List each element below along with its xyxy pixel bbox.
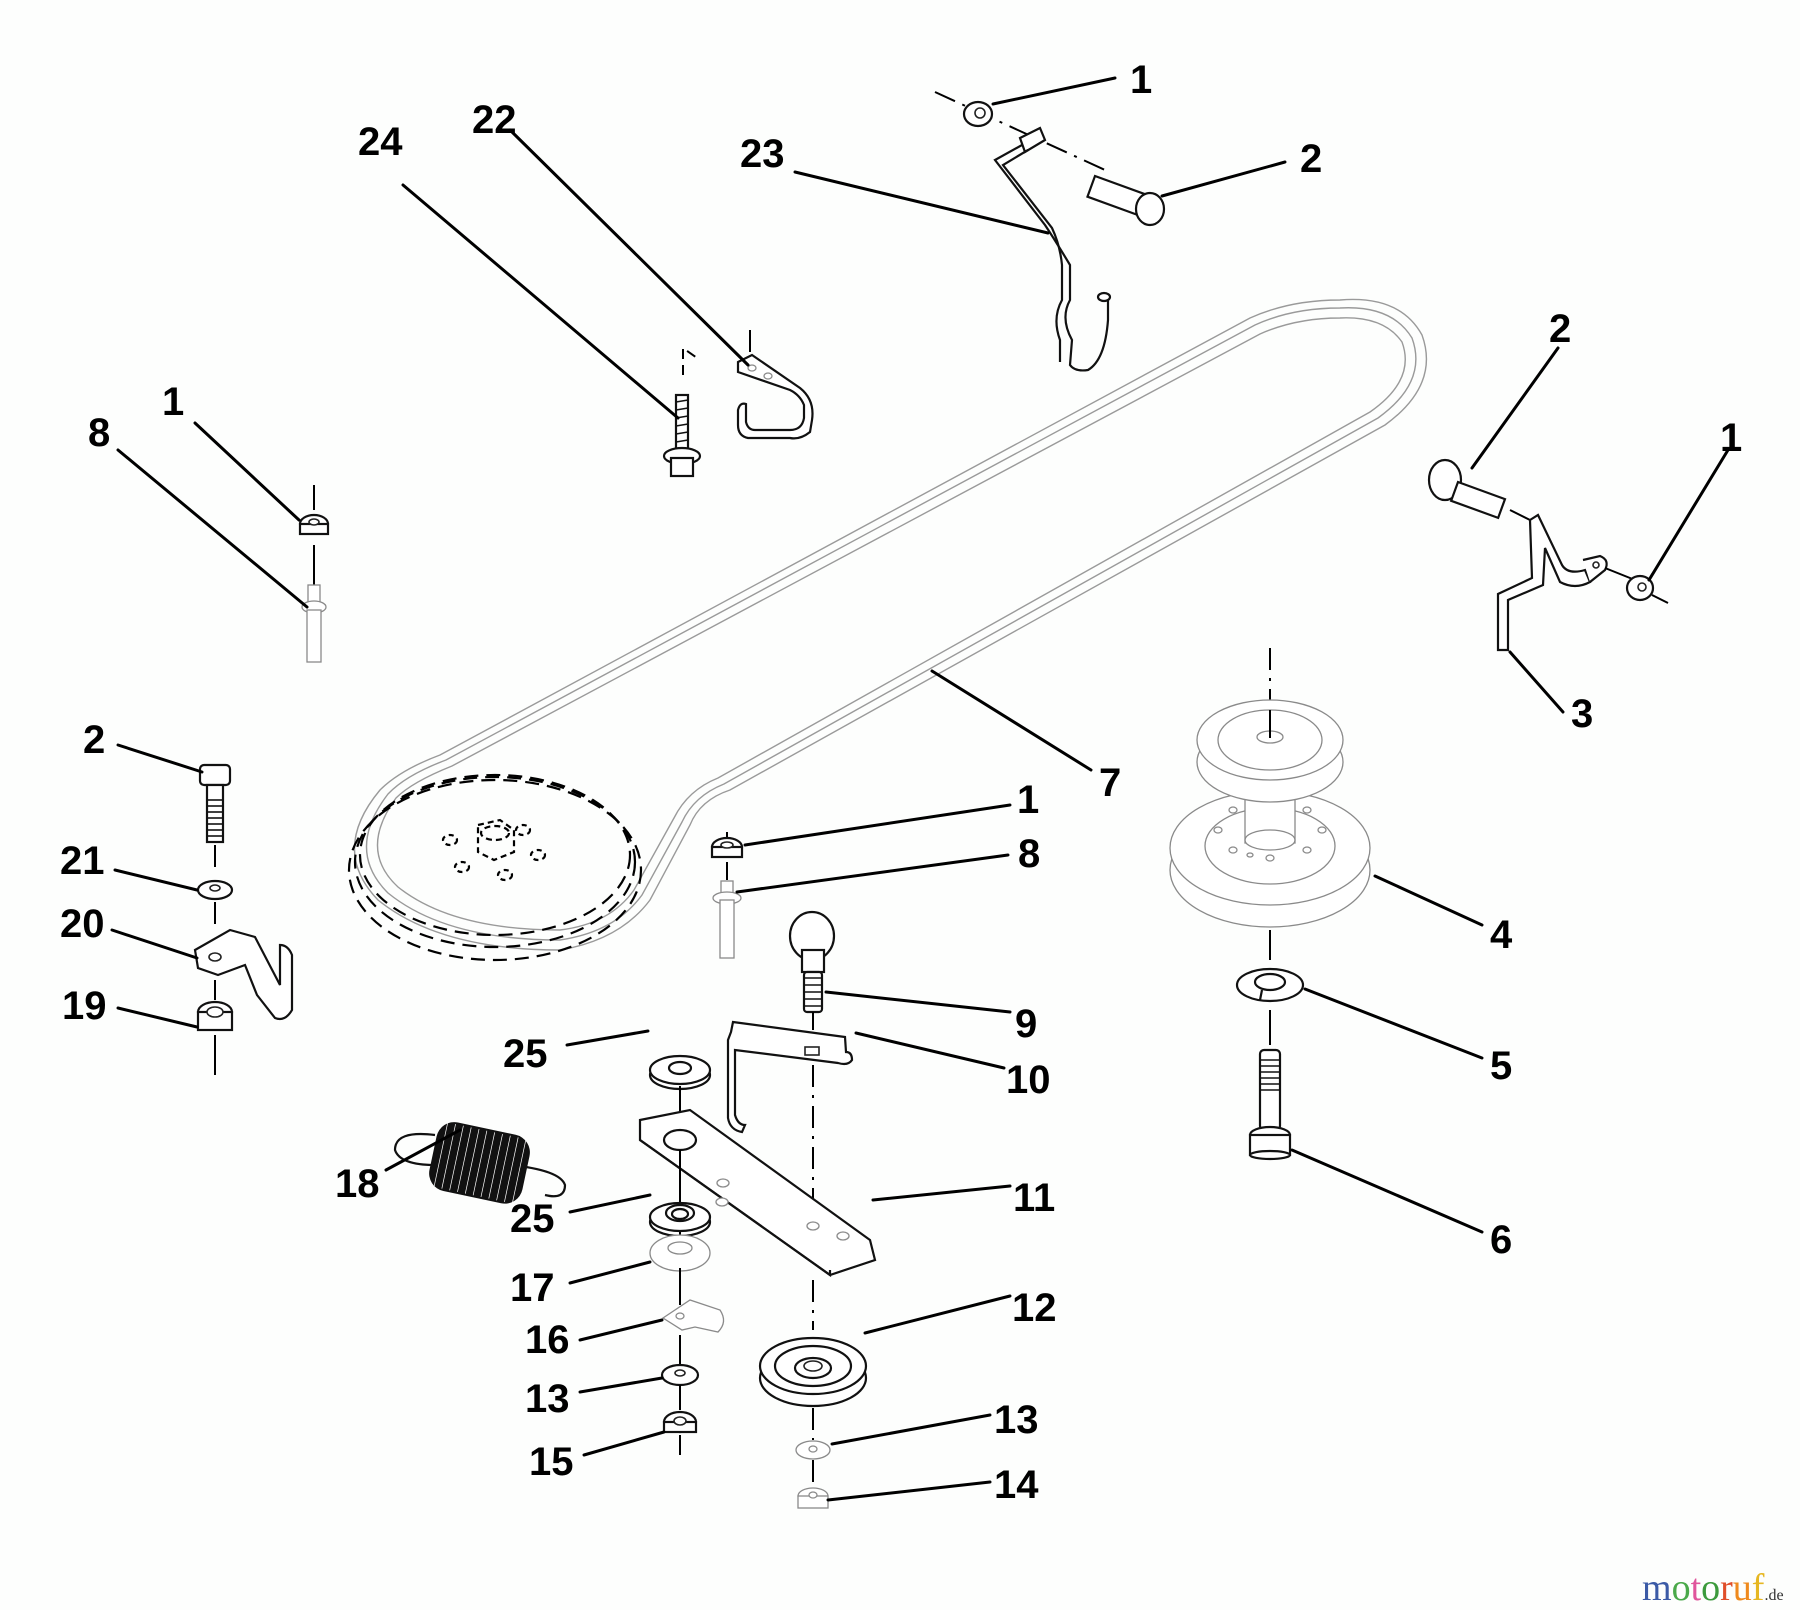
idler-bracket-assembly [726, 910, 854, 1220]
callout-24: 24 [358, 120, 403, 164]
callout-2-top: 2 [1300, 137, 1322, 181]
extension-spring [393, 1122, 567, 1204]
double-pulley-assembly [1169, 648, 1371, 1161]
callout-12: 12 [1012, 1286, 1057, 1330]
flange-bushing [648, 1201, 712, 1238]
watermark-letter: t [1690, 1567, 1702, 1609]
flange-bushing [648, 1054, 712, 1091]
spring-clip [661, 1299, 725, 1333]
callout-11: 11 [1013, 1176, 1055, 1220]
belt-keeper-assembly [662, 330, 814, 478]
lock-nut [797, 1487, 829, 1509]
callout-7: 7 [1099, 761, 1121, 805]
callout-19: 19 [62, 984, 107, 1028]
callout-1-center: 1 [1017, 778, 1039, 822]
callout-2-left: 2 [83, 718, 105, 762]
watermark-letter: o [1701, 1567, 1721, 1609]
washer [649, 1234, 711, 1272]
callout-2-right: 2 [1549, 307, 1571, 351]
hex-nut [962, 100, 994, 128]
hex-bolt [1248, 1048, 1292, 1161]
watermark-letter: u [1732, 1567, 1752, 1609]
hex-bolt [1086, 174, 1166, 227]
callout-25-upper: 25 [503, 1032, 548, 1076]
callout-13-right: 13 [994, 1398, 1039, 1442]
left-idler-fastener-stack [649, 1234, 725, 1455]
callout-18: 18 [335, 1162, 380, 1206]
flat-washer [795, 1440, 831, 1460]
top-belt-guide-assembly [934, 91, 1166, 372]
drive-pulley-hidden [347, 773, 643, 962]
callout-10: 10 [1006, 1058, 1051, 1102]
callout-21: 21 [60, 839, 105, 883]
carriage-bolt [788, 910, 836, 1014]
callout-14: 14 [994, 1463, 1039, 1507]
watermark-suffix: .de [1764, 1587, 1784, 1604]
callout-20: 20 [60, 902, 105, 946]
callout-13-left: 13 [525, 1377, 570, 1421]
callout-1-left: 1 [162, 380, 184, 424]
callout-5: 5 [1490, 1044, 1512, 1088]
leader-lines [110, 76, 1730, 1502]
left-bracket-assembly [193, 763, 294, 1075]
lock-washer [1235, 967, 1305, 1003]
callout-16: 16 [525, 1318, 570, 1362]
callout-6: 6 [1490, 1218, 1512, 1262]
watermark-letter: f [1751, 1567, 1765, 1609]
idler-arm-assembly [638, 1054, 877, 1278]
watermark-letter: r [1720, 1567, 1733, 1609]
lock-nut [196, 1000, 234, 1032]
callout-23: 23 [740, 132, 785, 176]
callout-22: 22 [472, 98, 517, 142]
callout-1-top: 1 [1130, 58, 1152, 102]
flat-washer [660, 1363, 700, 1387]
flat-washer [196, 879, 234, 901]
watermark-letter: o [1671, 1567, 1691, 1609]
callout-25-lower: 25 [510, 1197, 555, 1241]
callout-9: 9 [1015, 1002, 1037, 1046]
callout-17: 17 [510, 1266, 555, 1310]
belt-guide-bracket [193, 928, 294, 1021]
watermark-letter: m [1642, 1567, 1672, 1609]
right-belt-guide-assembly [1427, 458, 1669, 652]
callout-15: 15 [529, 1440, 574, 1484]
upper-left-stud-assembly [298, 485, 330, 663]
callout-3: 3 [1571, 692, 1593, 736]
hex-nut [662, 1410, 698, 1434]
callout-labels: 1 2 23 24 22 1 8 2 1 3 7 4 1 8 2 21 20 1… [60, 58, 1742, 1507]
callout-1-right: 1 [1720, 416, 1742, 460]
motoruf-watermark-logo: motoruf.de [1642, 1566, 1784, 1610]
callout-8-center: 8 [1018, 832, 1040, 876]
center-stud-assembly [710, 832, 744, 959]
self-tapping-screw [662, 393, 702, 478]
callout-8-left: 8 [88, 411, 110, 455]
idler-pulley-assembly [758, 1280, 868, 1509]
hex-nut [1625, 574, 1655, 602]
hex-bolt [1427, 458, 1507, 520]
callout-4: 4 [1490, 913, 1513, 957]
v-belt [353, 298, 1428, 951]
hex-bolt [198, 763, 232, 844]
